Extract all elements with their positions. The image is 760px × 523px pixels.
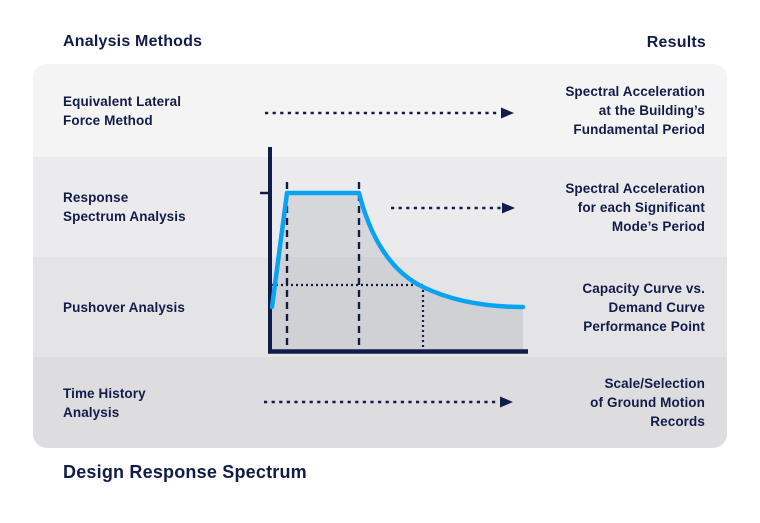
dashed-arrow-right-icon — [391, 202, 515, 214]
result-label-spectral-acceleration-fundamental: Spectral Acceleration at the Building’s … — [565, 84, 705, 137]
row-pushover-analysis: Pushover Analysis Capacity Curve vs. Dem… — [33, 257, 727, 357]
results-header: Results — [646, 34, 706, 51]
chart-caption: Design Response Spectrum — [63, 462, 307, 482]
row-response-spectrum-analysis: Response Spectrum Analysis Spectral Acce… — [33, 157, 727, 257]
response-spectrum-chart — [260, 147, 528, 354]
dashed-arrow-right-icon — [265, 107, 514, 119]
row-equivalent-lateral-force: Equivalent Lateral Force Method Spectral… — [33, 64, 727, 157]
result-label-ground-motion-records: Scale/Selection of Ground Motion Records — [590, 376, 705, 429]
method-label-equivalent-lateral-force: Equivalent Lateral Force Method — [63, 93, 182, 128]
method-label-time-history: Time History Analysis — [63, 385, 146, 420]
method-label-pushover: Pushover Analysis — [63, 299, 186, 315]
analysis-methods-header: Analysis Methods — [63, 33, 203, 50]
dashed-arrow-right-icon — [264, 396, 513, 408]
method-label-response-spectrum: Response Spectrum Analysis — [63, 190, 186, 224]
spectrum-curve — [269, 190, 526, 310]
result-label-spectral-acceleration-modes: Spectral Acceleration for each Significa… — [565, 180, 705, 234]
result-label-capacity-demand-curve: Capacity Curve vs. Demand Curve Performa… — [582, 280, 705, 334]
